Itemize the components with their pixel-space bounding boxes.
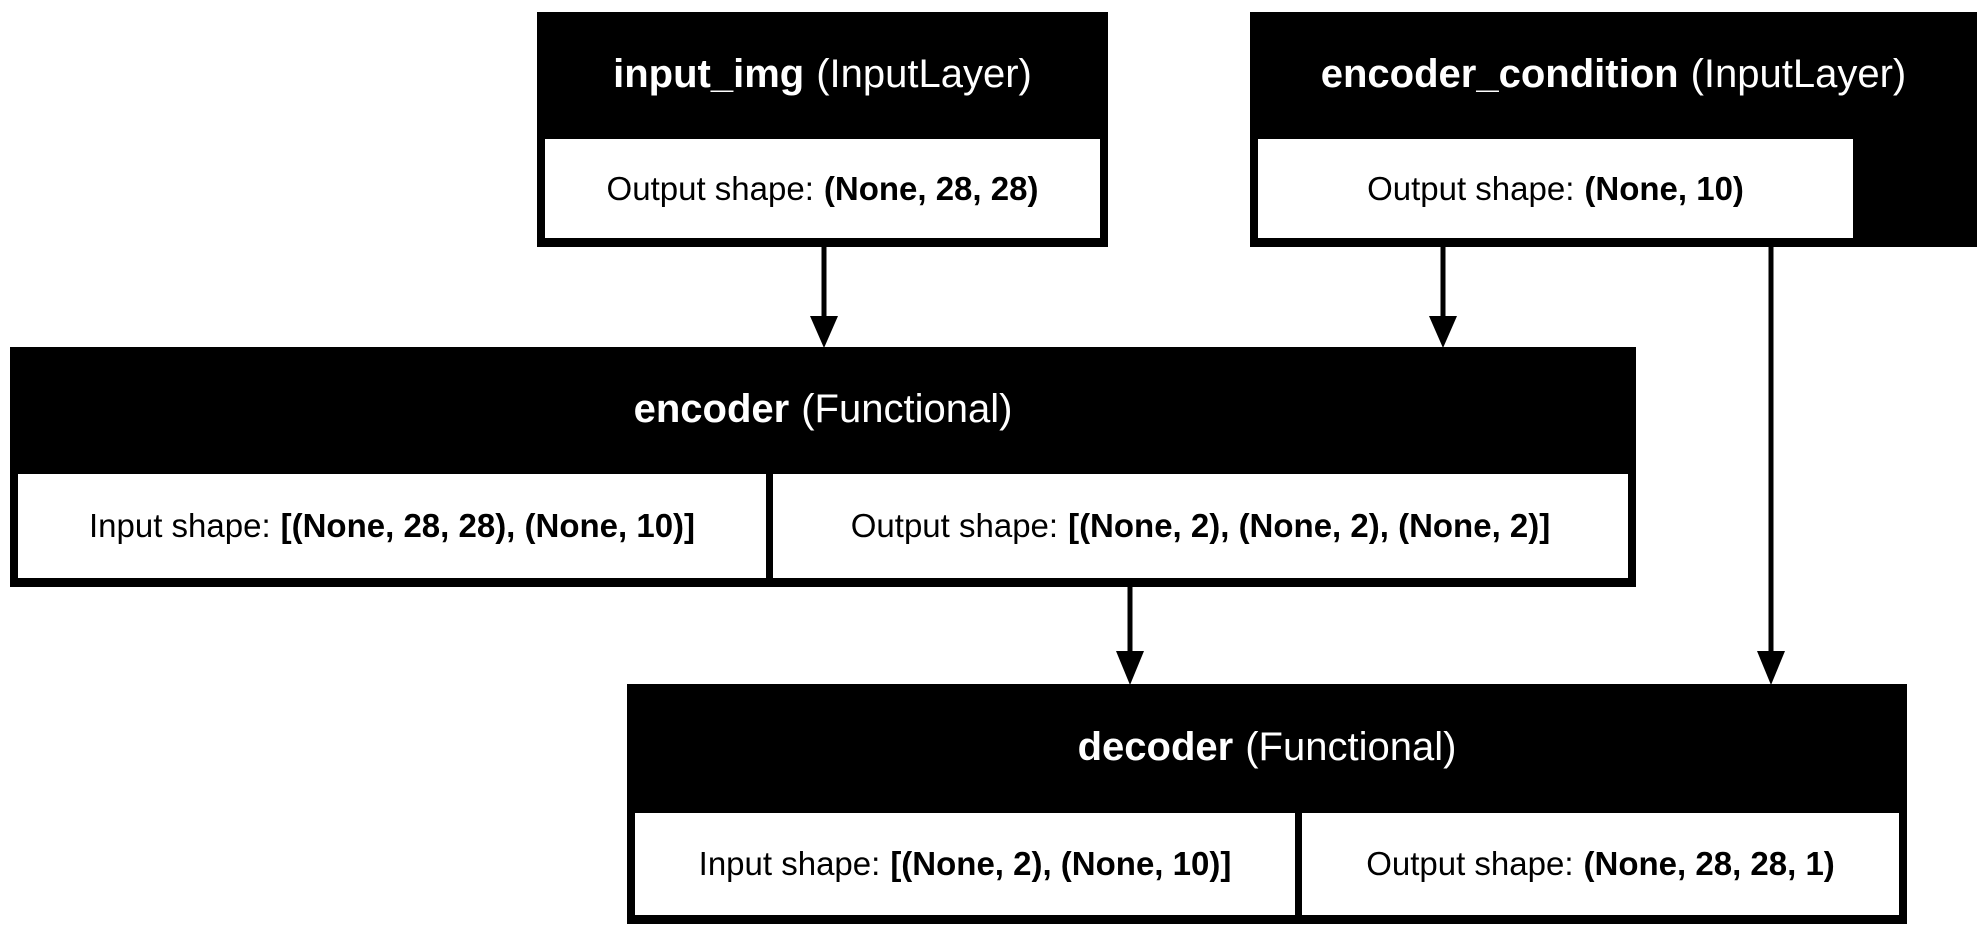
node-encoder-output-cell: Output shape: [(None, 2), (None, 2), (No… (773, 474, 1628, 578)
node-decoder-input-cell: Input shape: [(None, 2), (None, 10)] (635, 813, 1295, 915)
edge-encoder-condition-to-encoder (1429, 246, 1457, 348)
output-shape-value: (None, 28, 28, 1) (1583, 845, 1835, 882)
node-encoder: encoder (Functional) Input shape: [(None… (10, 347, 1636, 587)
input-shape-label: Input shape: (698, 845, 881, 882)
node-encoder-header: encoder (Functional) (10, 347, 1636, 472)
input-shape-label: Input shape: (88, 507, 271, 544)
input-shape-value: [(None, 2), (None, 10)] (890, 845, 1232, 882)
node-encoder-condition-name: encoder_condition (1320, 52, 1679, 96)
edge-encoder-to-decoder (1116, 586, 1144, 685)
output-shape-label: Output shape: (606, 169, 814, 207)
node-input-img-name: input_img (613, 52, 805, 96)
node-encoder-name: encoder (633, 387, 790, 431)
node-decoder-header: decoder (Functional) (627, 684, 1907, 811)
node-decoder-type: (Functional) (1245, 725, 1457, 769)
node-decoder-output-cell: Output shape: (None, 28, 28, 1) (1302, 813, 1899, 915)
node-encoder-type: (Functional) (801, 387, 1013, 431)
node-decoder: decoder (Functional) Input shape: [(None… (627, 684, 1907, 924)
node-encoder-condition-output-cell: Output shape: (None, 10) (1258, 139, 1853, 238)
edge-input-img-to-encoder (810, 246, 838, 348)
node-input-img-type: (InputLayer) (816, 52, 1032, 96)
node-encoder-condition: encoder_condition (InputLayer) Output sh… (1250, 12, 1977, 247)
node-decoder-name: decoder (1077, 725, 1234, 769)
node-encoder-condition-header: encoder_condition (InputLayer) (1250, 12, 1977, 137)
output-shape-label: Output shape: (850, 507, 1059, 544)
output-shape-value: (None, 28, 28) (823, 169, 1039, 207)
node-encoder-condition-type: (InputLayer) (1690, 52, 1907, 96)
output-shape-label: Output shape: (1367, 169, 1575, 207)
node-input-img-header: input_img (InputLayer) (537, 12, 1108, 137)
node-input-img: input_img (InputLayer) Output shape: (No… (537, 12, 1108, 247)
output-shape-label: Output shape: (1366, 845, 1574, 882)
node-input-img-output-cell: Output shape: (None, 28, 28) (545, 139, 1100, 238)
edge-encoder-condition-to-decoder (1757, 246, 1785, 685)
output-shape-value: (None, 10) (1584, 169, 1744, 207)
input-shape-value: [(None, 28, 28), (None, 10)] (280, 507, 696, 544)
output-shape-value: [(None, 2), (None, 2), (None, 2)] (1068, 507, 1551, 544)
node-encoder-input-cell: Input shape: [(None, 28, 28), (None, 10)… (18, 474, 766, 578)
